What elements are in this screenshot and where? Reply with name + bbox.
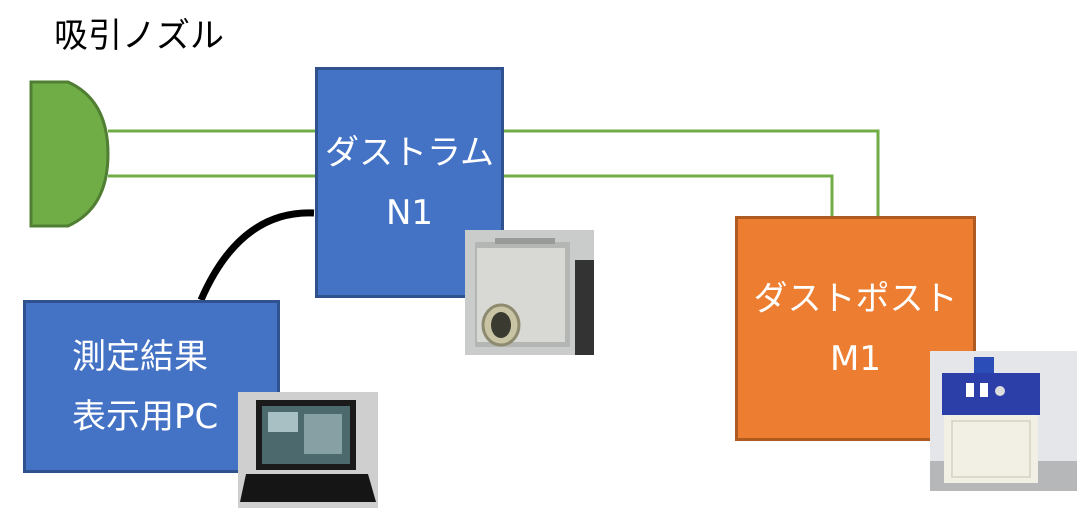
nozzle-shape bbox=[29, 80, 110, 228]
dustram-name: ダストラム bbox=[325, 132, 494, 173]
dustram-photo bbox=[465, 230, 594, 355]
pipe-upper-post bbox=[502, 129, 880, 216]
dustpost-m1-box: ダストポスト M1 bbox=[735, 216, 976, 441]
pc-box: 測定結果 表示用PC bbox=[23, 300, 280, 473]
dustpost-model: M1 bbox=[830, 338, 881, 379]
pc-line2: 表示用PC bbox=[72, 396, 219, 437]
dustpost-name: ダストポスト bbox=[753, 278, 958, 319]
dustpost-photo bbox=[930, 351, 1077, 491]
pc-line1: 測定結果 bbox=[72, 336, 208, 377]
dustram-model: N1 bbox=[385, 192, 434, 233]
nozzle-label: 吸引ノズル bbox=[54, 16, 224, 56]
pc-photo bbox=[238, 392, 378, 508]
pc-cable bbox=[197, 209, 315, 302]
pipe-lower-post bbox=[502, 174, 834, 216]
